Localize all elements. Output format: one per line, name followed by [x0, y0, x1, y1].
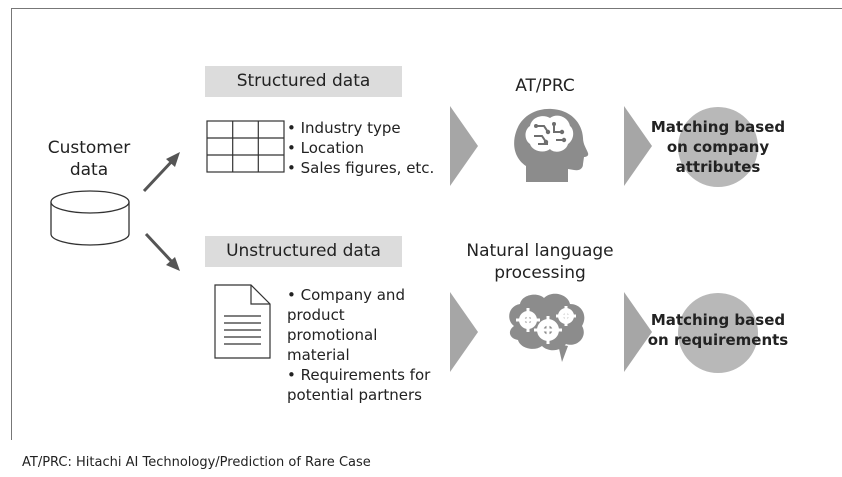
atprc-label: AT/PRC — [515, 76, 575, 96]
customer-data-label: Customer data — [34, 137, 144, 181]
matching-requirements-line1: Matching based — [650, 311, 786, 329]
structured-data-header: Structured data — [205, 66, 402, 97]
bullet-material: material — [287, 346, 350, 364]
nlp-label-line1: Natural language — [466, 241, 614, 261]
structured-bullets: • Industry type • Location • Sales figur… — [287, 118, 447, 178]
bullet-requirements-for: • Requirements for — [287, 366, 431, 384]
customer-label-line2: data — [69, 160, 109, 180]
bullet-company-and: • Company and — [287, 286, 405, 304]
unstructured-bullets: • Company and product promotional materi… — [287, 285, 457, 405]
chevron-icon-3 — [450, 292, 478, 372]
matching-company-attributes: Matching based on company attributes — [648, 117, 788, 177]
table-icon — [206, 120, 285, 173]
customer-label-line1: Customer — [47, 138, 131, 158]
chevron-icon-1 — [450, 106, 478, 186]
matching-requirements-line2: on requirements — [647, 331, 789, 349]
bullet-industry-type: • Industry type — [287, 119, 401, 137]
nlp-label-line2: processing — [494, 263, 586, 283]
chevron-icon-4 — [624, 292, 652, 372]
result-circle-company — [678, 107, 758, 187]
result-circle-requirements — [678, 293, 758, 373]
matching-company-line2: on company — [666, 138, 770, 156]
unstructured-data-header: Unstructured data — [205, 236, 402, 267]
chevron-icon-2 — [624, 106, 652, 186]
database-icon — [50, 190, 130, 246]
frame-left-border — [11, 8, 12, 440]
matching-company-line3: attributes — [675, 158, 761, 176]
nlp-label: Natural language processing — [455, 240, 625, 284]
footnote: AT/PRC: Hitachi AI Technology/Prediction… — [22, 455, 371, 470]
frame-top-border — [11, 8, 842, 9]
bullet-potential-partners: potential partners — [287, 386, 422, 404]
bullet-promotional: promotional — [287, 326, 378, 344]
bullet-product: product — [287, 306, 345, 324]
bullet-sales-figures: • Sales figures, etc. — [287, 159, 435, 177]
matching-company-line1: Matching based — [650, 118, 786, 136]
arrow-icon-up — [142, 152, 180, 193]
ai-brain-head-icon — [514, 108, 589, 182]
document-icon — [214, 284, 271, 359]
bullet-location: • Location — [287, 139, 365, 157]
gears-head-icon — [509, 293, 585, 362]
arrow-icon-down — [144, 232, 180, 271]
matching-requirements: Matching based on requirements — [643, 310, 793, 350]
